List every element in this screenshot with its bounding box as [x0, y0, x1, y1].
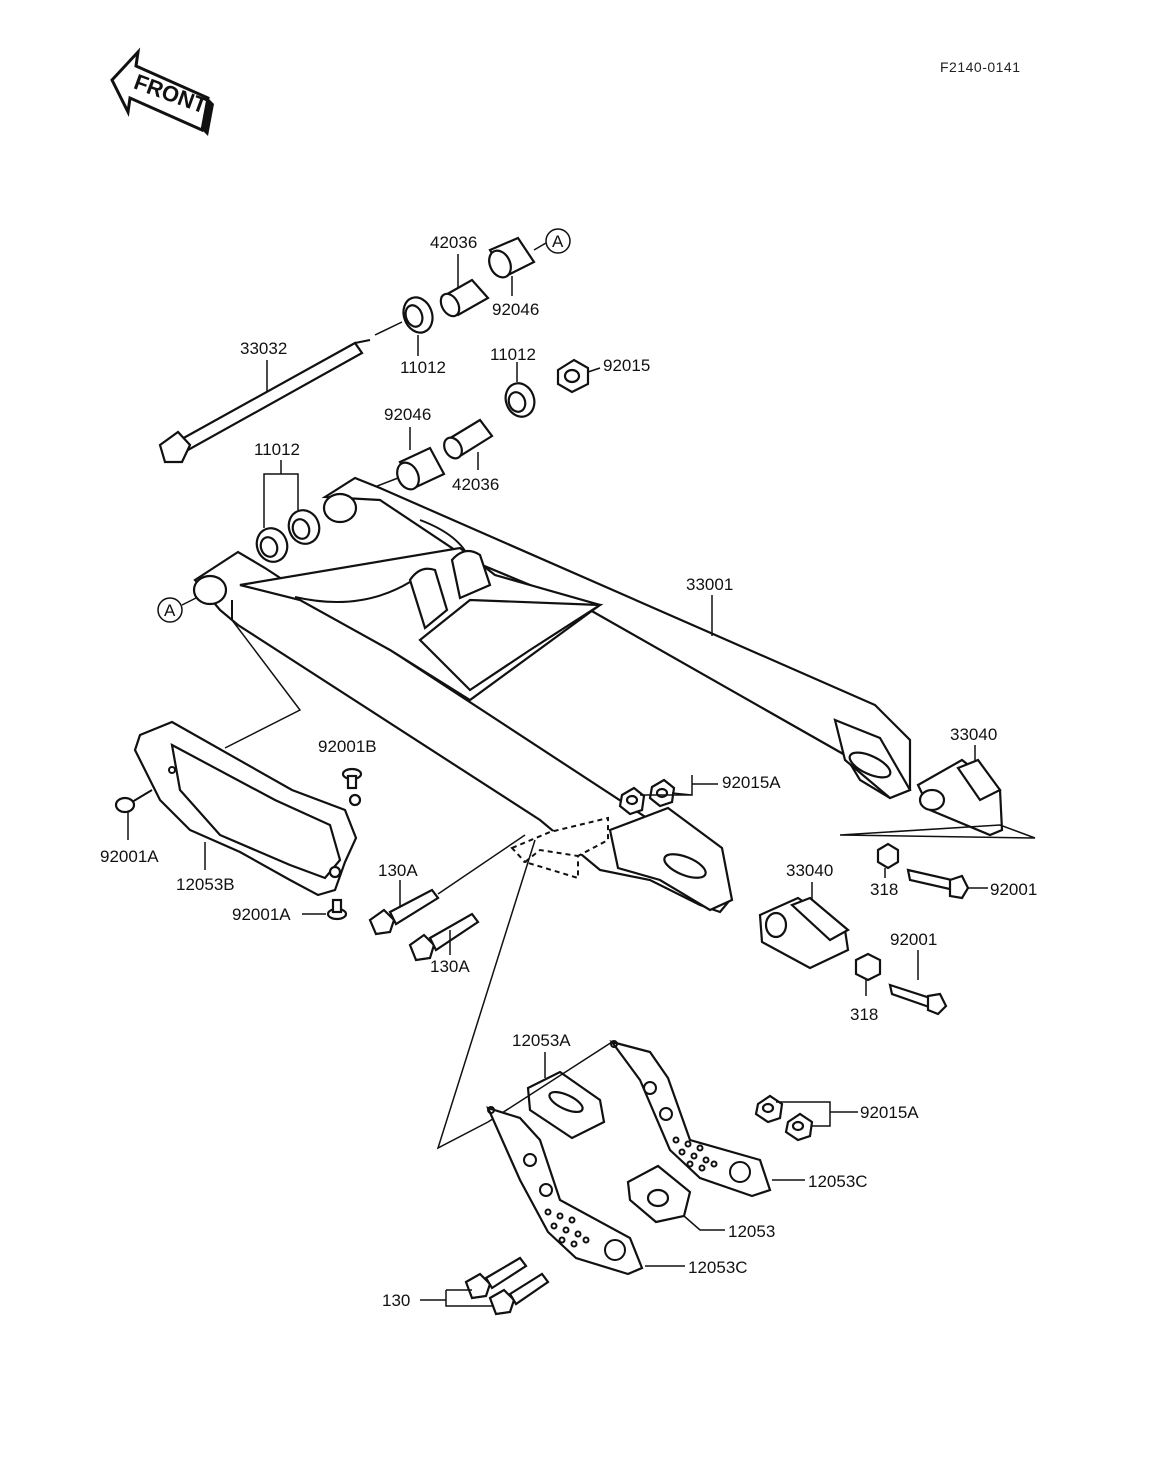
label-92015A-low: 92015A [860, 1103, 919, 1122]
bolt-130-icon [464, 1256, 550, 1316]
label-42036-top: 42036 [430, 233, 477, 252]
chain-adjuster-33040-right [916, 758, 1004, 837]
label-12053: 12053 [728, 1222, 775, 1241]
label-92001-lower: 92001 [890, 930, 937, 949]
screw-92001A-bottom-icon [326, 898, 348, 921]
chain-adjuster-33040-mid [758, 896, 850, 970]
bolt-130A-bottom-icon [408, 912, 480, 962]
label-33040-right: 33040 [950, 725, 997, 744]
label-11012-top: 11012 [400, 358, 446, 377]
oil-seal-11012-mid [504, 382, 536, 418]
bolt-92001-lower-icon [888, 983, 948, 1016]
label-a-top: A [552, 232, 564, 251]
label-33001: 33001 [686, 575, 733, 594]
screw-92001B-icon [341, 767, 363, 790]
label-92015: 92015 [603, 356, 650, 375]
nut-92015A-low-icon [754, 1094, 814, 1142]
nut-318-top-icon [876, 842, 900, 870]
label-92001-right: 92001 [990, 880, 1037, 899]
oil-seal-11012-top [402, 296, 434, 334]
label-130: 130 [382, 1291, 410, 1310]
plate-12053C-left [486, 1106, 644, 1276]
label-92001A-bottom: 92001A [232, 905, 291, 924]
oil-seal-11012-left [255, 509, 321, 563]
nut-92015A-mid-icon [618, 778, 676, 816]
slider-12053 [626, 1164, 692, 1224]
bolt-130A-top-icon [368, 888, 440, 936]
ref-circle-a-left [157, 597, 183, 623]
front-arrow-icon: FRONT [110, 47, 214, 136]
label-12053C-right: 12053C [808, 1172, 868, 1191]
label-11012-mid: 11012 [490, 345, 536, 364]
needle-bearing-92046-top [488, 236, 536, 279]
label-12053A: 12053A [512, 1031, 571, 1050]
label-92015A-mid: 92015A [722, 773, 781, 792]
label-92046-mid: 92046 [384, 405, 431, 424]
label-318-top: 318 [870, 880, 898, 899]
swingarm-33001 [192, 476, 912, 914]
label-33032: 33032 [240, 339, 287, 358]
label-33040-mid: 33040 [786, 861, 833, 880]
label-a-left: A [164, 601, 176, 620]
label-318-bottom: 318 [850, 1005, 878, 1024]
label-12053C-left: 12053C [688, 1258, 748, 1277]
label-130A-bottom: 130A [430, 957, 470, 976]
label-92001A-left: 92001A [100, 847, 159, 866]
label-92001B: 92001B [318, 737, 377, 756]
chain-guide-12053B [133, 720, 362, 897]
label-92046-top: 92046 [492, 300, 539, 319]
label-11012-left: 11012 [254, 440, 300, 459]
sleeve-42036-top [439, 278, 490, 318]
label-130A-top: 130A [378, 861, 418, 880]
nut-92015-icon [556, 358, 590, 394]
bolt-92001-right-icon [906, 868, 970, 900]
plate-12053C-right [609, 1040, 772, 1198]
nut-318-bottom-icon [854, 952, 882, 982]
sleeve-42036-mid [443, 418, 494, 460]
slider-12053A [526, 1070, 606, 1140]
drawing-code: F2140-0141 [940, 59, 1021, 75]
needle-bearing-92046-mid [396, 446, 446, 491]
ref-circle-a-top [545, 228, 571, 254]
screw-92001A-left-icon [114, 789, 153, 814]
pivot-shaft-33032 [158, 339, 371, 464]
label-42036-mid: 42036 [452, 475, 499, 494]
label-12053B: 12053B [176, 875, 235, 894]
